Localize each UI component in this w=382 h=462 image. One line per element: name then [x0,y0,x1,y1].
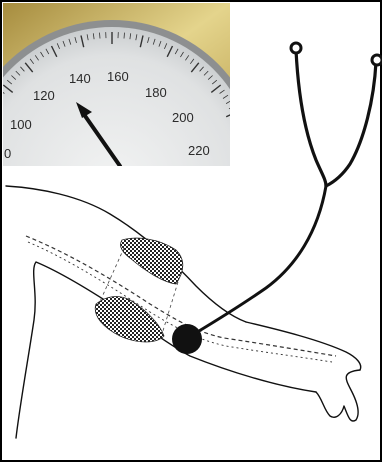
gauge-label-140: 140 [69,71,91,86]
stethoscope-right-earpiece [372,55,382,65]
gauge-label-0: 0 [4,146,11,161]
gauge-label-200: 200 [172,110,194,125]
stethoscope-left-earpiece [291,43,301,53]
gauge-label-220: 220 [188,143,210,158]
gauge-label-120: 120 [33,88,55,103]
gauge-tick [124,33,125,39]
gauge-tick [100,33,101,39]
gauge-label-100: 100 [10,117,32,132]
gauge-label-180: 180 [145,85,167,100]
stethoscope-chest-piece [172,324,202,354]
gauge-label-160: 160 [107,69,129,84]
